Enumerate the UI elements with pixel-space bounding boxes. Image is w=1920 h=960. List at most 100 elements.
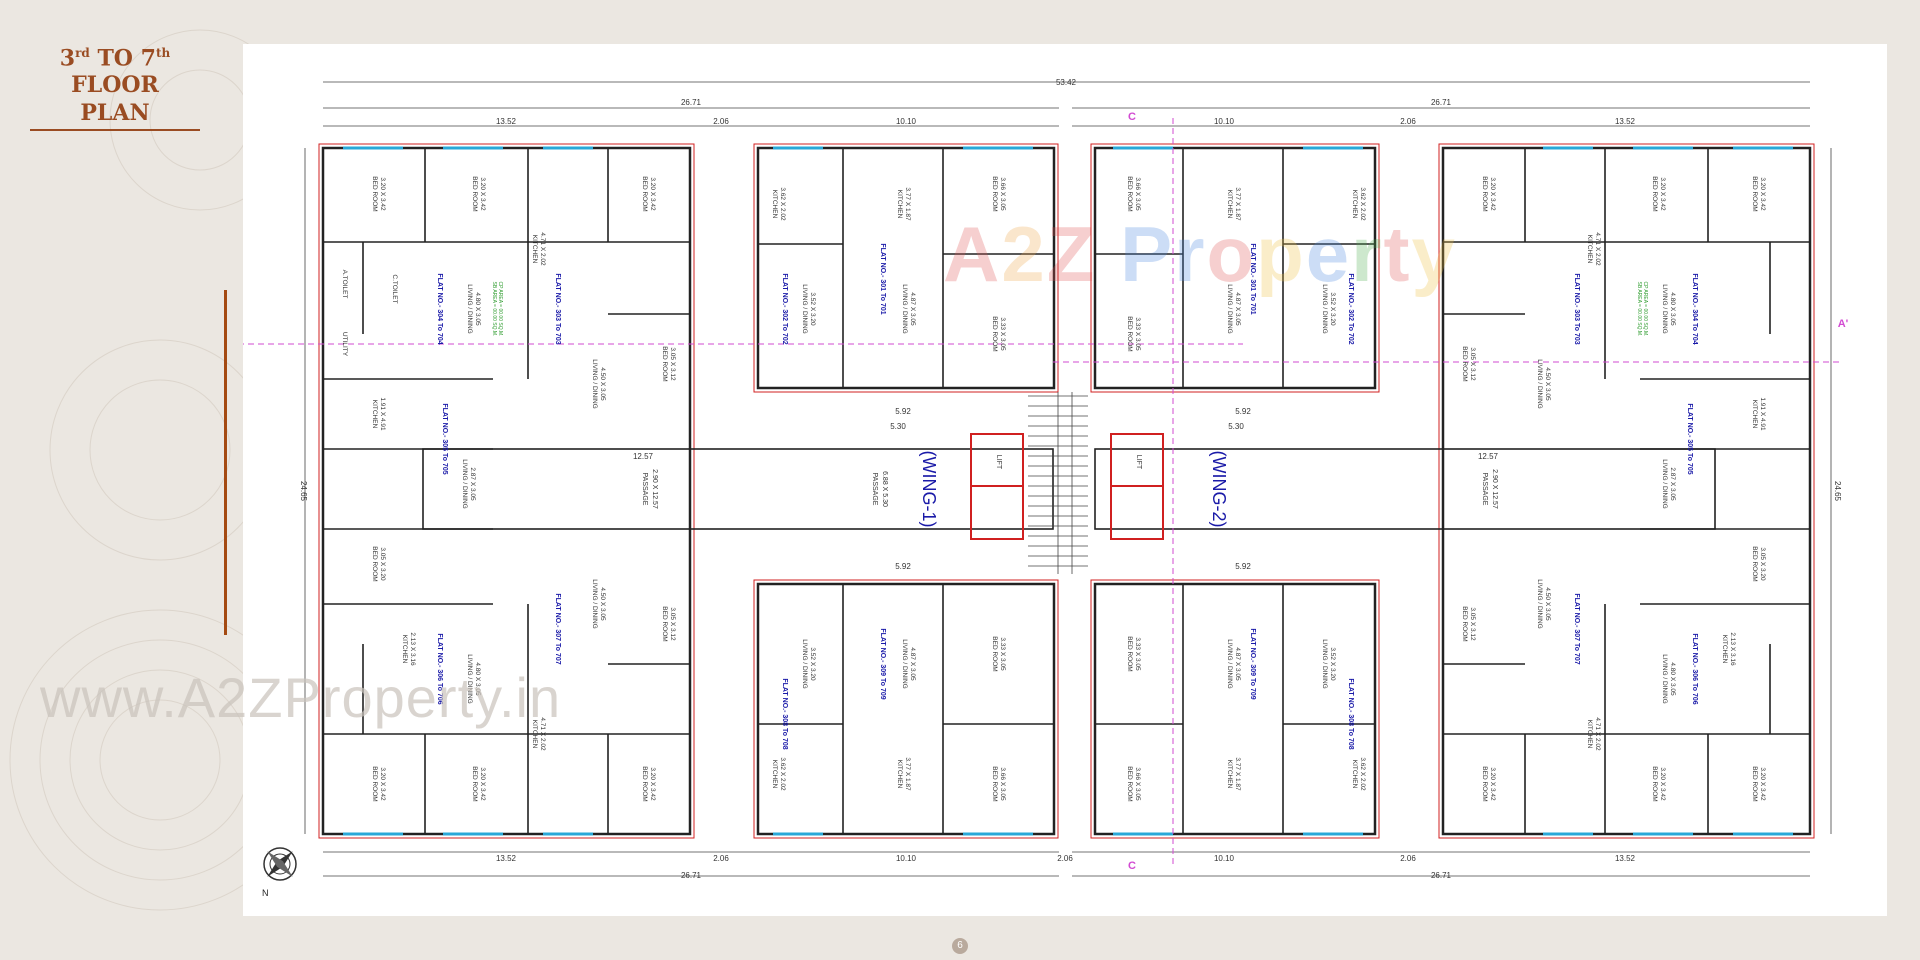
room-living-9: LIVING / DINING	[901, 284, 908, 333]
dim-depth-right: 24.65	[1833, 481, 1842, 502]
flat-label-w1-305: FLAT NO.- 305 To 705	[441, 403, 448, 474]
flat-label-w1-306: FLAT NO.- 306 To 706	[436, 633, 443, 704]
room-kitchen-13-size: 4.71 X 2.02	[1594, 232, 1601, 266]
room-bed-19-size: 3.20 X 3.42	[1659, 177, 1666, 211]
room-bed-2-size: 3.20 X 3.42	[479, 177, 486, 211]
room-kitchen-12-size: 3.62 X 2.02	[1359, 757, 1366, 791]
room-bed-5: BED ROOM	[371, 546, 378, 581]
room-living-7: LIVING / DINING	[591, 579, 598, 628]
room-kitchen-6-size: 3.77 X 1.87	[904, 187, 911, 221]
room-kitchen-4-size: 4.71 X 2.02	[539, 717, 546, 751]
room-living-1-size: 4.80 X 3.05	[474, 292, 481, 326]
room-bed-1: BED ROOM	[371, 176, 378, 211]
room-utility-1: UTILITY	[341, 332, 348, 357]
room-bed-8-size: 3.20 X 3.42	[649, 767, 656, 801]
room-bed-10-size: 3.66 X 3.05	[999, 177, 1006, 211]
room-kitchen-3-size: 2.13 X 3.16	[409, 632, 416, 666]
room-living-12-size: 4.87 X 3.05	[1234, 292, 1241, 326]
room-kitchen-9-size: 3.77 X 1.87	[1234, 187, 1241, 221]
room-kitchen-8: KITCHEN	[896, 760, 903, 789]
dim-gap-right: 2.06	[1400, 117, 1416, 126]
room-bed-18: BED ROOM	[1481, 176, 1488, 211]
room-bed-21-size: 3.05 X 3.12	[1469, 347, 1476, 381]
room-bed-26-size: 3.20 X 3.42	[1759, 767, 1766, 801]
room-living-2-size: 4.50 X 3.05	[599, 367, 606, 401]
wing2-bottom-core	[1093, 582, 1377, 836]
room-bed-16: BED ROOM	[1126, 636, 1133, 671]
room-living-15-size: 3.52 X 3.20	[1329, 647, 1336, 681]
room-living-14: LIVING / DINING	[1226, 639, 1233, 688]
area-cp-w2-304: CP AREA = 00.00 SQ.M.	[1642, 281, 1648, 336]
room-bed-14: BED ROOM	[1126, 176, 1133, 211]
flat-label-w2-302: FLAT NO.- 302 To 702	[1347, 273, 1354, 344]
room-bed-10: BED ROOM	[991, 176, 998, 211]
wing-1-label: (WING-1)	[919, 451, 939, 528]
room-bed-24: BED ROOM	[1481, 766, 1488, 801]
floor-plan-title: 3rd TO 7th FLOOR PLAN	[30, 40, 200, 132]
dim-core-left-bottom: 10.10	[896, 854, 917, 863]
lift-2-label: LIFT	[1135, 455, 1142, 470]
wing2-right-block	[1441, 146, 1812, 836]
room-bed-6-size: 3.20 X 3.42	[379, 767, 386, 801]
flat-label-w2-309: FLAT NO.- 309 To 709	[1249, 628, 1256, 699]
room-kitchen-13: KITCHEN	[1586, 235, 1593, 264]
page-title: FLOOR PLAN	[30, 71, 200, 132]
room-bed-24-size: 3.20 X 3.42	[1489, 767, 1496, 801]
room-living-9-size: 4.87 X 3.05	[909, 292, 916, 326]
room-bed-17-size: 3.66 X 3.05	[1134, 767, 1141, 801]
room-kitchen-12: KITCHEN	[1351, 760, 1358, 789]
room-kitchen-3: KITCHEN	[401, 635, 408, 664]
room-bed-12-size: 3.33 X 3.05	[999, 637, 1006, 671]
room-bed-4: BED ROOM	[661, 346, 668, 381]
section-a-right: A'	[1838, 318, 1849, 330]
room-bed-16-size: 3.33 X 3.05	[1134, 637, 1141, 671]
room-living-17-size: 4.80 X 3.05	[1669, 292, 1676, 326]
section-c-top: C	[1128, 111, 1136, 123]
flat-label-w1-308: FLAT NO.- 308 To 708	[781, 678, 788, 749]
room-kitchen-10: KITCHEN	[1351, 190, 1358, 219]
room-kitchen-14: KITCHEN	[1751, 400, 1758, 429]
room-living-18-size: 2.87 X 3.05	[1669, 467, 1676, 501]
room-bed-22: BED ROOM	[1751, 546, 1758, 581]
north-compass-icon: N	[262, 847, 297, 898]
room-living-8-size: 3.52 X 3.20	[809, 292, 816, 326]
dim-passage-w2: 12.57	[1478, 452, 1499, 461]
dim-half-width-left: 26.71	[681, 98, 702, 107]
flat-label-w1-301: FLAT NO.- 301 To 701	[879, 243, 886, 314]
room-kitchen-5-size: 3.62 X 2.02	[779, 187, 786, 221]
room-kitchen-7: KITCHEN	[771, 760, 778, 789]
floor-plan-sheet: 53.42 26.71 26.71 13.52 2.06 10.10 10.10…	[243, 44, 1887, 916]
dim-lobby-inner-w1: 5.30	[890, 422, 906, 431]
room-kitchen-10-size: 3.62 X 2.02	[1359, 187, 1366, 221]
flat-label-w1-307: FLAT NO.- 307 To 707	[554, 593, 561, 664]
flat-label-w1-303: FLAT NO.- 303 To 703	[554, 273, 561, 344]
room-bed-12: BED ROOM	[991, 636, 998, 671]
wing2-side-passage	[1094, 448, 1716, 530]
room-bed-15: BED ROOM	[1126, 316, 1133, 351]
room-kitchen-2-size: 1.91 X 4.91	[379, 397, 386, 431]
room-bed-21: BED ROOM	[1461, 346, 1468, 381]
area-sb-w2-304: SB AREA = 00.00 SQ.M.	[1636, 282, 1642, 337]
compass-north-label: N	[262, 888, 269, 898]
dim-total-width: 53.42	[1056, 78, 1077, 87]
accent-divider	[224, 290, 227, 635]
dim-core-left: 10.10	[896, 117, 917, 126]
room-kitchen-9: KITCHEN	[1226, 190, 1233, 219]
room-living-20: LIVING / DINING	[1661, 654, 1668, 703]
room-toilet-1: A.TOILET	[341, 270, 348, 299]
wing-2-label: (WING-2)	[1209, 451, 1229, 528]
dim-lobby-inner-w2: 5.30	[1228, 422, 1244, 431]
room-living-15: LIVING / DINING	[1321, 639, 1328, 688]
floor-range: 3rd TO 7th	[59, 45, 171, 72]
room-living-10-size: 3.52 X 3.20	[809, 647, 816, 681]
room-kitchen-14-size: 1.91 X 4.91	[1759, 397, 1766, 431]
flat-label-w2-307: FLAT NO.- 307 To 707	[1573, 593, 1580, 664]
room-living-14-size: 4.87 X 3.05	[1234, 647, 1241, 681]
lobby-name: PASSAGE	[871, 473, 878, 506]
room-living-17: LIVING / DINING	[1661, 284, 1668, 333]
room-bed-23: BED ROOM	[1461, 606, 1468, 641]
room-bed-26: BED ROOM	[1751, 766, 1758, 801]
room-kitchen-8-size: 3.77 X 1.87	[904, 757, 911, 791]
section-c-bottom: C	[1128, 860, 1136, 872]
room-bed-18-size: 3.20 X 3.42	[1489, 177, 1496, 211]
